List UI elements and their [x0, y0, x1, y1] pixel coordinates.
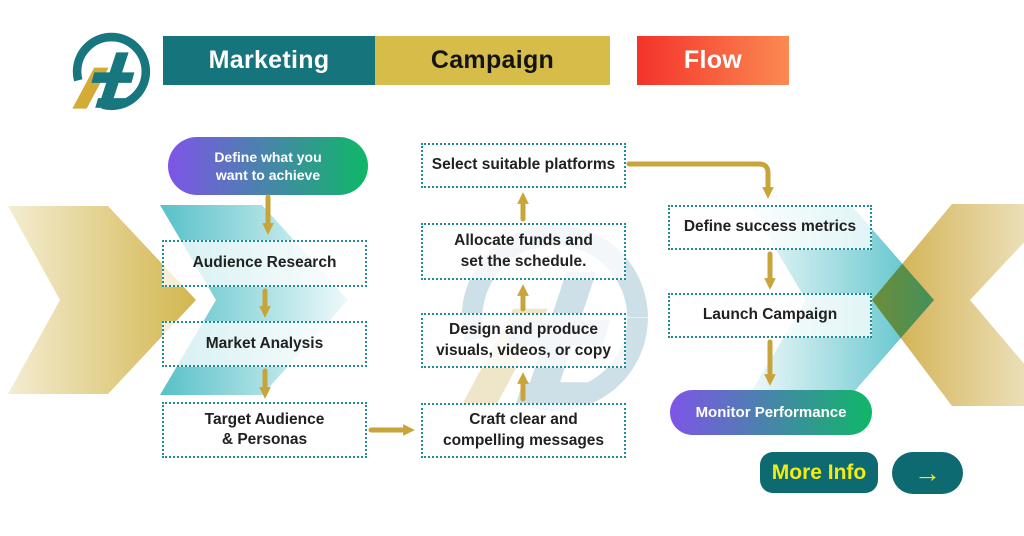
node-audience-research: Audience Research — [162, 240, 367, 287]
node-market-analysis: Market Analysis — [162, 321, 367, 367]
node-define-goal: Define what you want to achieve — [168, 137, 368, 195]
node-target-audience-personas: Target Audience & Personas — [162, 402, 367, 458]
node-design-produce: Design and produce visuals, videos, or c… — [421, 313, 626, 368]
node-craft-messages: Craft clear and compelling messages — [421, 403, 626, 458]
node-monitor-performance: Monitor Performance — [670, 390, 872, 435]
arrow-select-to-metrics — [626, 161, 774, 199]
right-gold-chevron — [872, 204, 1024, 406]
jt-logo-icon — [72, 32, 151, 111]
title-segment-flow: Flow — [637, 36, 789, 85]
node-launch-campaign: Launch Campaign — [668, 293, 872, 338]
node-success-metrics: Define success metrics — [668, 205, 872, 250]
title-segment-campaign: Campaign — [375, 36, 610, 85]
more-info-button[interactable]: More Info — [760, 452, 878, 493]
node-select-platforms: Select suitable platforms — [421, 143, 626, 188]
title-segment-marketing: Marketing — [163, 36, 375, 85]
node-allocate-funds: Allocate funds and set the schedule. — [421, 223, 626, 280]
arrow-right-button[interactable]: → — [892, 452, 963, 494]
arrow-right-icon: → — [914, 457, 941, 488]
